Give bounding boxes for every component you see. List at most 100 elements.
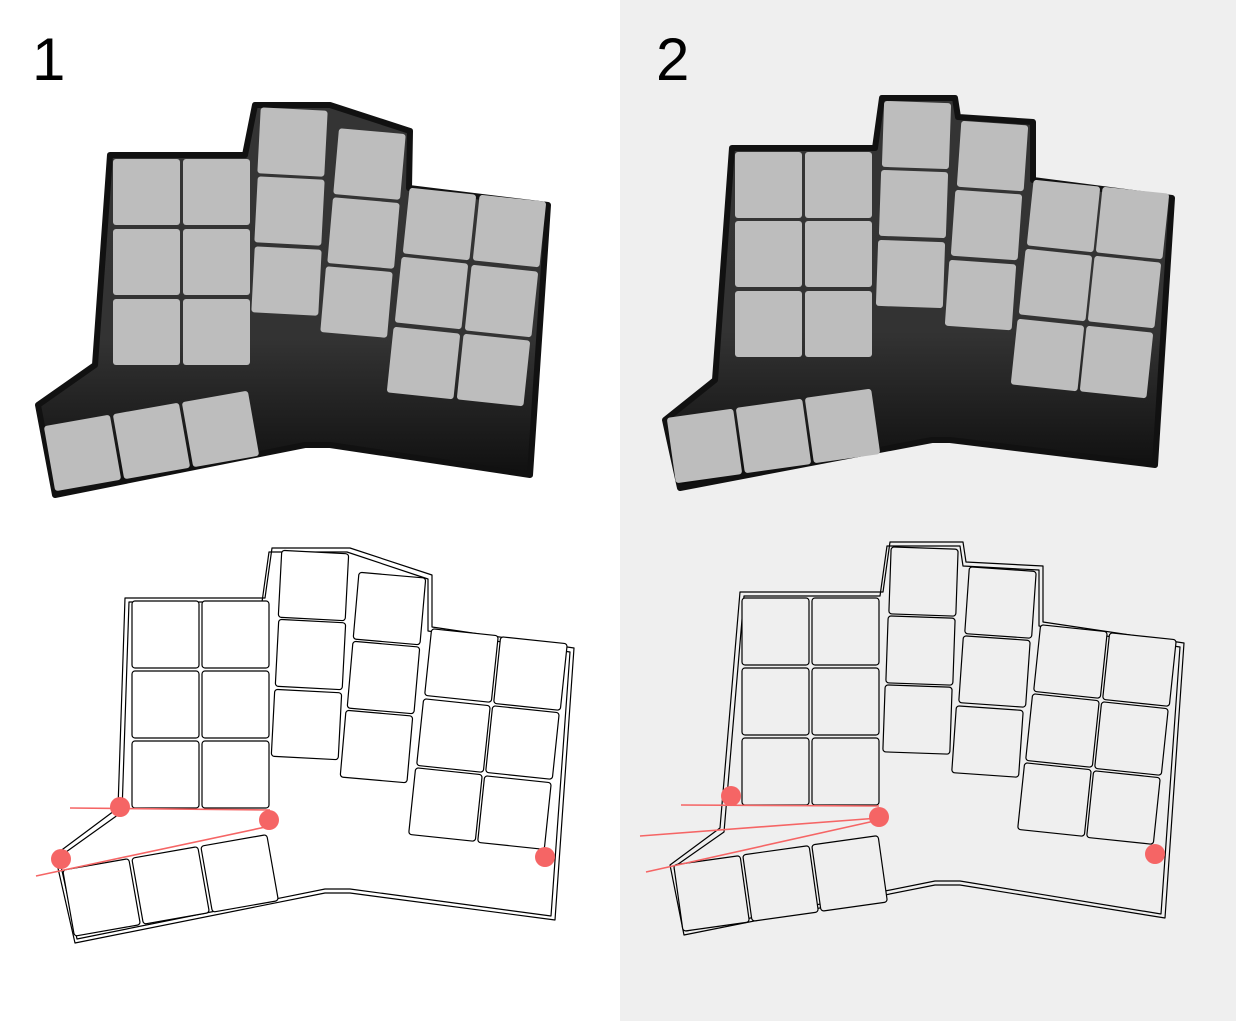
key bbox=[805, 221, 872, 287]
panel-1: 1 bbox=[32, 26, 575, 944]
marker-dot bbox=[110, 797, 130, 817]
outline-key bbox=[741, 737, 810, 806]
outline-key bbox=[811, 597, 880, 666]
outline-key bbox=[951, 705, 1024, 778]
keyboard-render bbox=[35, 102, 551, 498]
outline-key bbox=[1102, 632, 1177, 707]
key bbox=[251, 246, 322, 316]
key bbox=[805, 388, 880, 463]
outline-key bbox=[741, 667, 810, 736]
outline-key bbox=[424, 628, 499, 703]
key bbox=[805, 291, 872, 357]
outline-key bbox=[958, 635, 1031, 708]
key bbox=[735, 152, 802, 218]
key bbox=[878, 169, 949, 239]
key bbox=[403, 188, 476, 261]
outline-key bbox=[885, 615, 956, 686]
outline-key bbox=[741, 597, 810, 666]
key bbox=[1088, 256, 1161, 329]
outline-key bbox=[201, 670, 270, 739]
key bbox=[183, 159, 250, 225]
key bbox=[327, 197, 400, 269]
keyboard-outline bbox=[35, 547, 575, 944]
key bbox=[44, 415, 121, 491]
outline-key bbox=[1094, 701, 1169, 776]
outline-key bbox=[277, 549, 350, 622]
key bbox=[736, 398, 811, 473]
key bbox=[1080, 326, 1153, 399]
outline-key bbox=[274, 618, 347, 691]
outline-key bbox=[1086, 770, 1161, 845]
guide-line bbox=[645, 819, 880, 873]
outline-key bbox=[131, 600, 200, 669]
outline-key bbox=[352, 571, 427, 646]
keyboard-render bbox=[662, 95, 1175, 491]
outline-key bbox=[201, 740, 270, 809]
outline-key bbox=[882, 684, 953, 755]
outline-key bbox=[493, 636, 568, 711]
key bbox=[333, 128, 406, 200]
outline-key bbox=[811, 737, 880, 806]
key bbox=[1027, 180, 1100, 253]
panel-2: 2 bbox=[620, 0, 1236, 1021]
key bbox=[113, 403, 190, 479]
outline-key bbox=[346, 640, 421, 715]
key bbox=[956, 120, 1029, 192]
outline-key bbox=[62, 858, 141, 937]
key bbox=[735, 221, 802, 287]
marker-dot bbox=[51, 849, 71, 869]
outline-key bbox=[270, 688, 343, 761]
outline-key bbox=[1025, 693, 1100, 768]
outline-key bbox=[673, 855, 750, 932]
key bbox=[1096, 187, 1169, 260]
outline-key bbox=[1033, 624, 1108, 699]
key bbox=[1011, 319, 1084, 392]
key bbox=[113, 159, 180, 225]
key bbox=[805, 152, 872, 218]
key bbox=[183, 299, 250, 365]
outline-key bbox=[888, 546, 959, 617]
outline-key bbox=[811, 667, 880, 736]
key bbox=[457, 334, 530, 407]
guide-line bbox=[680, 804, 880, 807]
guide-line bbox=[35, 824, 276, 877]
panel-number: 1 bbox=[32, 26, 66, 93]
key bbox=[944, 259, 1017, 331]
key bbox=[183, 229, 250, 295]
outline-key bbox=[811, 835, 888, 912]
guide-line bbox=[69, 807, 271, 811]
key bbox=[875, 239, 946, 309]
outline-key bbox=[408, 767, 483, 842]
key bbox=[735, 291, 802, 357]
outline-key bbox=[201, 600, 270, 669]
outline-case-outer bbox=[54, 547, 575, 944]
outline-key bbox=[200, 834, 279, 913]
marker-dot bbox=[869, 807, 889, 827]
outline-key bbox=[339, 709, 414, 784]
guide-line bbox=[639, 817, 880, 837]
marker-dot bbox=[535, 847, 555, 867]
panel-number: 2 bbox=[656, 26, 690, 93]
key bbox=[320, 266, 393, 338]
outline-key bbox=[477, 775, 552, 850]
outline-key bbox=[485, 705, 560, 780]
key-group bbox=[44, 107, 546, 491]
key bbox=[465, 265, 538, 338]
key bbox=[257, 107, 328, 177]
key bbox=[667, 408, 742, 483]
outline-key bbox=[131, 846, 210, 925]
keyboard-outline bbox=[639, 541, 1185, 936]
marker-dot bbox=[721, 786, 741, 806]
outline-key bbox=[131, 670, 200, 739]
outline-key bbox=[416, 698, 491, 773]
key bbox=[473, 195, 546, 268]
outline-key bbox=[964, 566, 1037, 639]
outline-key bbox=[1017, 762, 1092, 837]
key bbox=[182, 391, 259, 467]
key bbox=[395, 257, 468, 330]
marker-dot bbox=[1145, 844, 1165, 864]
key bbox=[950, 189, 1023, 261]
key bbox=[254, 176, 325, 246]
outline-key bbox=[742, 845, 819, 922]
marker-dot bbox=[259, 810, 279, 830]
